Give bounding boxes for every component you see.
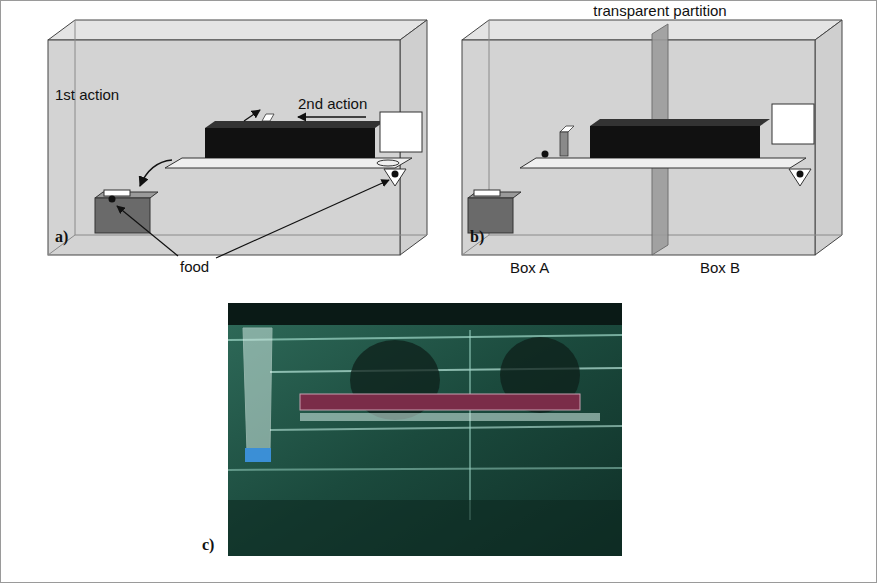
panel-a-apparatus bbox=[48, 20, 427, 258]
panel-c-photograph bbox=[228, 303, 622, 556]
action-label: 2nd action bbox=[298, 95, 367, 112]
box-label: Box A bbox=[510, 259, 549, 276]
panel-b-apparatus bbox=[462, 20, 842, 255]
action-label: 1st action bbox=[55, 86, 119, 103]
panel-letter: a) bbox=[55, 228, 68, 246]
panel-letter: b) bbox=[470, 228, 484, 246]
partition-label: transparent partition bbox=[593, 2, 726, 19]
panel-letter: c) bbox=[202, 536, 214, 554]
box-label: Box B bbox=[700, 259, 740, 276]
food-label: food bbox=[180, 258, 209, 275]
